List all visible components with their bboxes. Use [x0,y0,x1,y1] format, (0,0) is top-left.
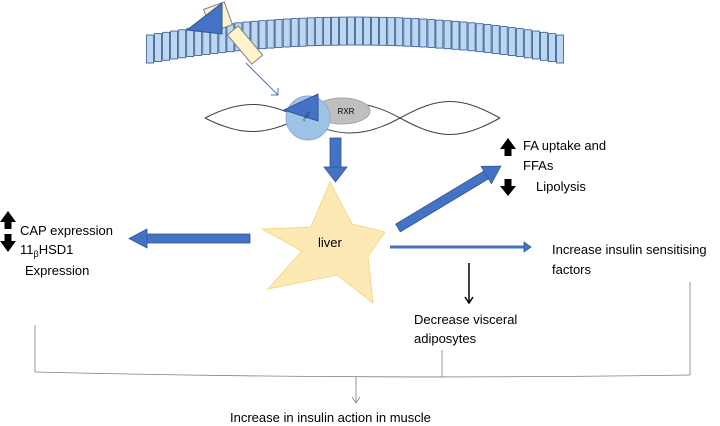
down-arrow-icon [0,234,16,252]
membrane-segment [347,16,355,46]
membrane-segment [282,18,291,48]
membrane-segment [379,16,388,46]
lipolysis-label: Lipolysis [536,179,586,194]
membrane-segment [146,34,154,64]
membrane-segment [459,21,468,51]
membrane-segment [548,33,556,62]
membrane-segment [170,30,179,60]
membrane-segment [290,18,299,48]
ppar-label: PPAR [302,110,312,122]
membrane-segment [395,17,404,47]
rxr-label: RXR [338,107,355,116]
visceral-label-line2: adiposytes [414,331,477,346]
membrane-segment [178,29,187,59]
membrane-segment [266,19,275,49]
down-arrow-icon [500,179,516,196]
membrane-segment [435,19,444,49]
visceral-label-line1: Decrease visceral [414,312,518,327]
membrane-segment [186,28,195,58]
membrane-segment [475,23,484,53]
arrow-up-right [395,165,502,233]
up-arrow-icon [0,211,16,229]
cap-expression-label: CAP expression [20,223,113,238]
arrow-left [128,228,251,249]
membrane-segment [162,31,171,61]
membrane-segment [419,18,428,48]
membrane-segment [411,18,420,48]
arrow-right [390,241,532,253]
membrane-segment [523,29,532,59]
hsd1-suffix: HSD1 [38,242,74,257]
ppar-ligand-icon [282,93,319,122]
membrane-segment [338,16,347,46]
membrane-segment [556,34,564,64]
membrane-segment [387,17,396,47]
hsd1-subscript: β [33,249,39,259]
membrane-segment [371,16,380,46]
membrane-segment [355,16,363,46]
insulin-sensitising-label-line2: factors [552,262,592,277]
arrow-to-visceral [464,263,474,305]
membrane-segment [306,17,315,47]
membrane-segment [403,17,412,47]
membrane-segment [507,27,516,56]
summary-bracket [34,282,691,404]
membrane-segment [154,33,162,62]
membrane-segment [274,19,283,48]
membrane-segment [314,17,323,47]
membrane-segment [363,16,372,46]
membrane-segment [298,17,307,47]
fa-uptake-label-line2: FFAs [523,158,554,173]
membrane-segment [540,31,548,61]
liver-shape [260,180,386,305]
fa-uptake-label-line1: FA uptake and [523,138,607,153]
ligand-icon [185,1,223,35]
insulin-sensitising-label-line1: Increase insulin sensitising [552,242,707,257]
up-arrow-icon [500,138,516,156]
membrane-segment [330,16,339,46]
membrane-segment [451,20,460,50]
membrane-segment [532,30,540,60]
membrane-segment [322,16,331,46]
hsd1-prefix: 11 [20,242,34,257]
signal-arrow [245,62,279,96]
expression-label: Expression [25,263,90,278]
muscle-action-label: Increase in insulin action in muscle [230,410,431,425]
membrane-segment [491,25,500,54]
membrane-segment [483,24,492,53]
arrow-to-liver [323,137,348,183]
membrane-segment [515,28,524,58]
membrane-segment [499,26,508,55]
membrane-segment [467,22,476,52]
membrane-segment [443,20,452,50]
membrane-segment [427,19,436,48]
liver-label: liver [318,235,343,250]
hsd1-label: 11βHSD1 [20,241,73,263]
membrane-segment [258,20,267,50]
cell-membrane [146,16,564,64]
